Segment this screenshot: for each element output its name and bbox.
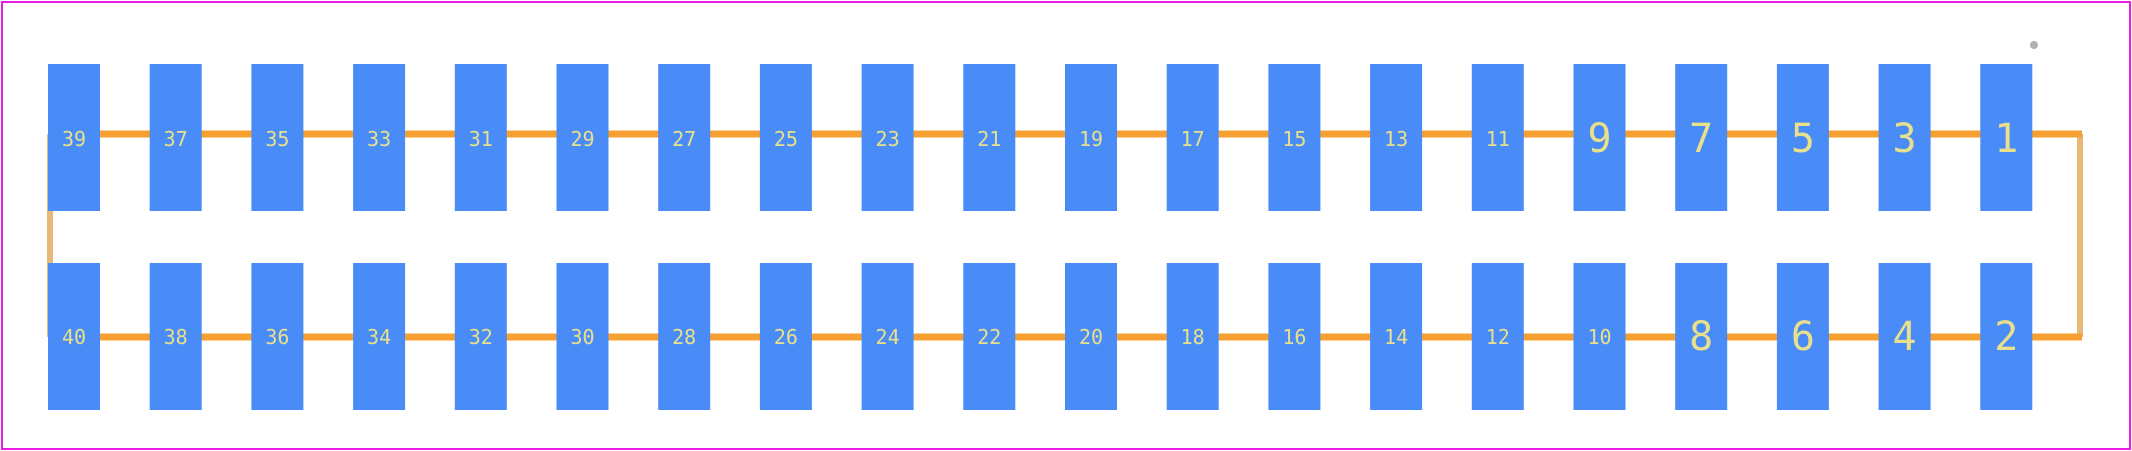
pad-label-10: 10	[1587, 325, 1611, 349]
pad-label-3: 3	[1893, 116, 1917, 162]
pad-10	[1573, 263, 1626, 410]
pad-1	[1980, 64, 2033, 211]
pad-12	[1471, 263, 1524, 410]
pad-17	[1166, 64, 1219, 211]
pad-label-27: 27	[672, 127, 696, 151]
pad-label-40: 40	[62, 325, 86, 349]
pad-8	[1675, 263, 1728, 410]
pad-label-8: 8	[1689, 314, 1713, 360]
pad-label-29: 29	[570, 127, 594, 151]
pad-31	[454, 64, 507, 211]
pad-26	[759, 263, 812, 410]
pad-23	[861, 64, 914, 211]
pad-label-2: 2	[1994, 314, 2018, 360]
pad-label-15: 15	[1282, 127, 1306, 151]
pad-label-12: 12	[1486, 325, 1510, 349]
pin-1-indicator-dot	[2030, 41, 2038, 49]
pad-label-32: 32	[469, 325, 493, 349]
pad-14	[1370, 263, 1423, 410]
pad-label-36: 36	[265, 325, 289, 349]
pad-6	[1776, 263, 1829, 410]
pad-label-25: 25	[774, 127, 798, 151]
pad-11	[1471, 64, 1524, 211]
pad-36	[251, 263, 304, 410]
pad-label-5: 5	[1791, 116, 1815, 162]
pad-label-21: 21	[977, 127, 1001, 151]
pad-5	[1776, 64, 1829, 211]
pad-label-34: 34	[367, 325, 391, 349]
pad-label-38: 38	[164, 325, 188, 349]
pad-3	[1878, 64, 1931, 211]
pad-label-28: 28	[672, 325, 696, 349]
pad-20	[1065, 263, 1117, 410]
pad-label-26: 26	[774, 325, 798, 349]
pad-18	[1166, 263, 1219, 410]
pad-19	[1065, 64, 1117, 211]
pad-9	[1573, 64, 1626, 211]
pad-38	[149, 263, 202, 410]
pad-label-14: 14	[1384, 325, 1408, 349]
pad-24	[861, 263, 914, 410]
pad-21	[963, 64, 1016, 211]
pad-28	[658, 263, 711, 410]
pad-34	[353, 263, 406, 410]
pad-15	[1268, 64, 1321, 211]
pad-13	[1370, 64, 1423, 211]
pad-27	[658, 64, 711, 211]
pad-label-13: 13	[1384, 127, 1408, 151]
pad-label-30: 30	[570, 325, 594, 349]
pad-label-6: 6	[1791, 314, 1815, 360]
pad-32	[454, 263, 507, 410]
pad-label-9: 9	[1587, 116, 1611, 162]
pad-label-19: 19	[1079, 127, 1103, 151]
pad-label-18: 18	[1181, 325, 1205, 349]
pad-label-11: 11	[1486, 127, 1510, 151]
pad-label-1: 1	[1994, 116, 2018, 162]
pad-16	[1268, 263, 1321, 410]
pad-35	[251, 64, 304, 211]
pad-label-33: 33	[367, 127, 391, 151]
pad-label-24: 24	[876, 325, 900, 349]
pad-29	[556, 64, 609, 211]
pad-label-39: 39	[62, 127, 86, 151]
pad-39	[48, 64, 100, 211]
pad-22	[963, 263, 1016, 410]
pad-30	[556, 263, 609, 410]
pad-2	[1980, 263, 2033, 410]
pad-label-31: 31	[469, 127, 493, 151]
pad-label-16: 16	[1282, 325, 1306, 349]
pad-7	[1675, 64, 1728, 211]
pad-label-4: 4	[1893, 314, 1917, 360]
pad-25	[759, 64, 812, 211]
pad-37	[149, 64, 202, 211]
pad-label-37: 37	[164, 127, 188, 151]
pad-4	[1878, 263, 1931, 410]
pad-33	[353, 64, 406, 211]
pad-label-17: 17	[1181, 127, 1205, 151]
pad-label-7: 7	[1689, 116, 1713, 162]
pad-label-35: 35	[265, 127, 289, 151]
pad-40	[48, 263, 100, 410]
pad-label-22: 22	[977, 325, 1001, 349]
pad-label-20: 20	[1079, 325, 1103, 349]
bottom-pad-row: 40 38 36 34 32 30 28 26 24 22 20 18 16 14 12 10 8 6 4 2	[48, 263, 2033, 410]
pad-label-23: 23	[876, 127, 900, 151]
